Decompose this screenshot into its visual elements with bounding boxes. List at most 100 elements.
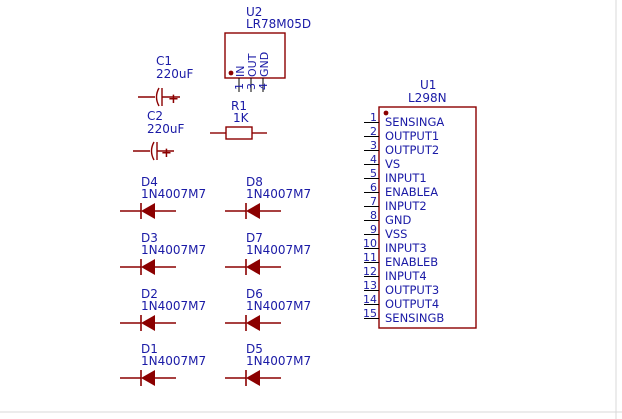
r1-resistor[interactable]: R1 1K bbox=[210, 99, 267, 140]
u1-pin-name: ENABLEA bbox=[385, 185, 438, 199]
u1-pin-name: OUTPUT4 bbox=[385, 297, 439, 311]
u1-pin-number: 5 bbox=[370, 167, 377, 180]
diode-value: 1N4007M7 bbox=[246, 299, 311, 313]
u2-value: LR78M05D bbox=[246, 17, 311, 31]
u2-pin-number: 3 bbox=[245, 83, 258, 90]
diode-value: 1N4007M7 bbox=[246, 243, 311, 257]
diode-ref: D3 bbox=[141, 231, 158, 245]
u1-pin-11[interactable]: 11 ENABLEB bbox=[363, 251, 438, 269]
u1-pin-name: SENSINGA bbox=[385, 115, 444, 129]
u2-pin-name: OUT bbox=[246, 53, 259, 77]
diode-d2[interactable]: D2 1N4007M7 bbox=[120, 287, 206, 331]
diode-ref: D5 bbox=[246, 342, 263, 356]
u1-pin-12[interactable]: 12 INPUT4 bbox=[363, 265, 427, 283]
c2-polarity: + bbox=[161, 146, 172, 161]
r1-ref: R1 bbox=[231, 99, 247, 113]
u2-pin-number: 4 bbox=[257, 83, 270, 90]
u1-pin-number: 3 bbox=[370, 139, 377, 152]
u1-pin-10[interactable]: 10 INPUT3 bbox=[363, 237, 427, 255]
diode-d6[interactable]: D6 1N4007M7 bbox=[225, 287, 311, 331]
u1-pin-3[interactable]: 3 OUTPUT2 bbox=[364, 139, 439, 157]
c2-capacitor[interactable]: C2 220uF + bbox=[133, 109, 185, 161]
u1-pin-number: 12 bbox=[363, 265, 377, 278]
u1-pin-name: SENSINGB bbox=[385, 311, 444, 325]
u1-pin-15[interactable]: 15 SENSINGB bbox=[363, 307, 444, 325]
diode-array: D4 1N4007M7 D8 1N4007M7 D3 1N4007M7 D7 bbox=[120, 175, 311, 386]
u2-pin-name: IN bbox=[234, 66, 247, 77]
u1-pin-name: GND bbox=[385, 213, 412, 227]
u1-value: L298N bbox=[408, 91, 447, 105]
u1-pin-number: 7 bbox=[370, 195, 377, 208]
c1-ref: C1 bbox=[156, 54, 172, 68]
u1-pin-number: 4 bbox=[370, 153, 377, 166]
c1-value: 220uF bbox=[156, 67, 194, 81]
u1-pin-number: 11 bbox=[363, 251, 377, 264]
u1-pin-2[interactable]: 2 OUTPUT1 bbox=[364, 125, 439, 143]
diode-d7[interactable]: D7 1N4007M7 bbox=[225, 231, 311, 275]
u1-pin-name: VS bbox=[385, 157, 400, 171]
diode-d3[interactable]: D3 1N4007M7 bbox=[120, 231, 206, 275]
u1-pin-number: 6 bbox=[370, 181, 377, 194]
u1-pin-number: 9 bbox=[370, 223, 377, 236]
u1-pin-name: INPUT4 bbox=[385, 269, 427, 283]
c1-polarity: + bbox=[168, 92, 179, 107]
diode-d1[interactable]: D1 1N4007M7 bbox=[120, 342, 206, 386]
u1-pin-name: OUTPUT1 bbox=[385, 129, 439, 143]
u1-pin-13[interactable]: 13 OUTPUT3 bbox=[363, 279, 439, 297]
diode-ref: D6 bbox=[246, 287, 263, 301]
u2-ref: U2 bbox=[246, 5, 262, 19]
diode-value: 1N4007M7 bbox=[141, 299, 206, 313]
diode-value: 1N4007M7 bbox=[141, 243, 206, 257]
u1-pin-name: INPUT1 bbox=[385, 171, 427, 185]
c2-ref: C2 bbox=[147, 109, 163, 123]
u1-pin-name: ENABLEB bbox=[385, 255, 438, 269]
u1-pin-6[interactable]: 6 ENABLEA bbox=[364, 181, 438, 199]
u1-pin-number: 1 bbox=[370, 111, 377, 124]
u1-pin-number: 8 bbox=[370, 209, 377, 222]
r1-value: 1K bbox=[233, 111, 250, 125]
diode-ref: D2 bbox=[141, 287, 158, 301]
u1-pin-7[interactable]: 7 INPUT2 bbox=[364, 195, 427, 213]
diode-ref: D1 bbox=[141, 342, 158, 356]
u1-pin-name: OUTPUT3 bbox=[385, 283, 439, 297]
diode-value: 1N4007M7 bbox=[141, 187, 206, 201]
u1-pin-4[interactable]: 4 VS bbox=[364, 153, 400, 171]
u1-pin-number: 14 bbox=[363, 293, 377, 306]
u1-pin-8[interactable]: 8 GND bbox=[364, 209, 412, 227]
u1-ref: U1 bbox=[420, 78, 436, 92]
c2-value: 220uF bbox=[147, 122, 185, 136]
diode-d4[interactable]: D4 1N4007M7 bbox=[120, 175, 206, 219]
u1-pin-number: 10 bbox=[363, 237, 377, 250]
u1-pin-name: VSS bbox=[385, 227, 407, 241]
diode-ref: D4 bbox=[141, 175, 158, 189]
u1-pin-name: OUTPUT2 bbox=[385, 143, 439, 157]
u1-pin-name: INPUT3 bbox=[385, 241, 427, 255]
diode-value: 1N4007M7 bbox=[246, 354, 311, 368]
u1-pin-number: 13 bbox=[363, 279, 377, 292]
u1-pin-9[interactable]: 9 VSS bbox=[364, 223, 407, 241]
u1-body bbox=[378, 106, 477, 329]
u2-regulator[interactable]: U2 LR78M05D IN OUT GND 1 3 4 bbox=[224, 5, 311, 92]
u2-pin-number: 1 bbox=[233, 83, 246, 90]
diode-ref: D8 bbox=[246, 175, 263, 189]
u2-pin1-marker bbox=[228, 70, 234, 76]
diode-d8[interactable]: D8 1N4007M7 bbox=[225, 175, 311, 219]
u1-pin-number: 2 bbox=[370, 125, 377, 138]
diode-value: 1N4007M7 bbox=[141, 354, 206, 368]
u2-pin-name: GND bbox=[258, 52, 271, 77]
diode-value: 1N4007M7 bbox=[246, 187, 311, 201]
u1-pin1-marker bbox=[383, 110, 389, 116]
u1-pin-1[interactable]: 1 SENSINGA bbox=[364, 111, 444, 129]
diode-d5[interactable]: D5 1N4007M7 bbox=[225, 342, 311, 386]
c1-capacitor[interactable]: C1 220uF + bbox=[138, 54, 194, 107]
u1-pin-number: 15 bbox=[363, 307, 377, 320]
u2-body bbox=[224, 32, 286, 79]
u1-pin-14[interactable]: 14 OUTPUT4 bbox=[363, 293, 439, 311]
diode-ref: D7 bbox=[246, 231, 263, 245]
u1-pin-5[interactable]: 5 INPUT1 bbox=[364, 167, 427, 185]
u1-pin-name: INPUT2 bbox=[385, 199, 427, 213]
